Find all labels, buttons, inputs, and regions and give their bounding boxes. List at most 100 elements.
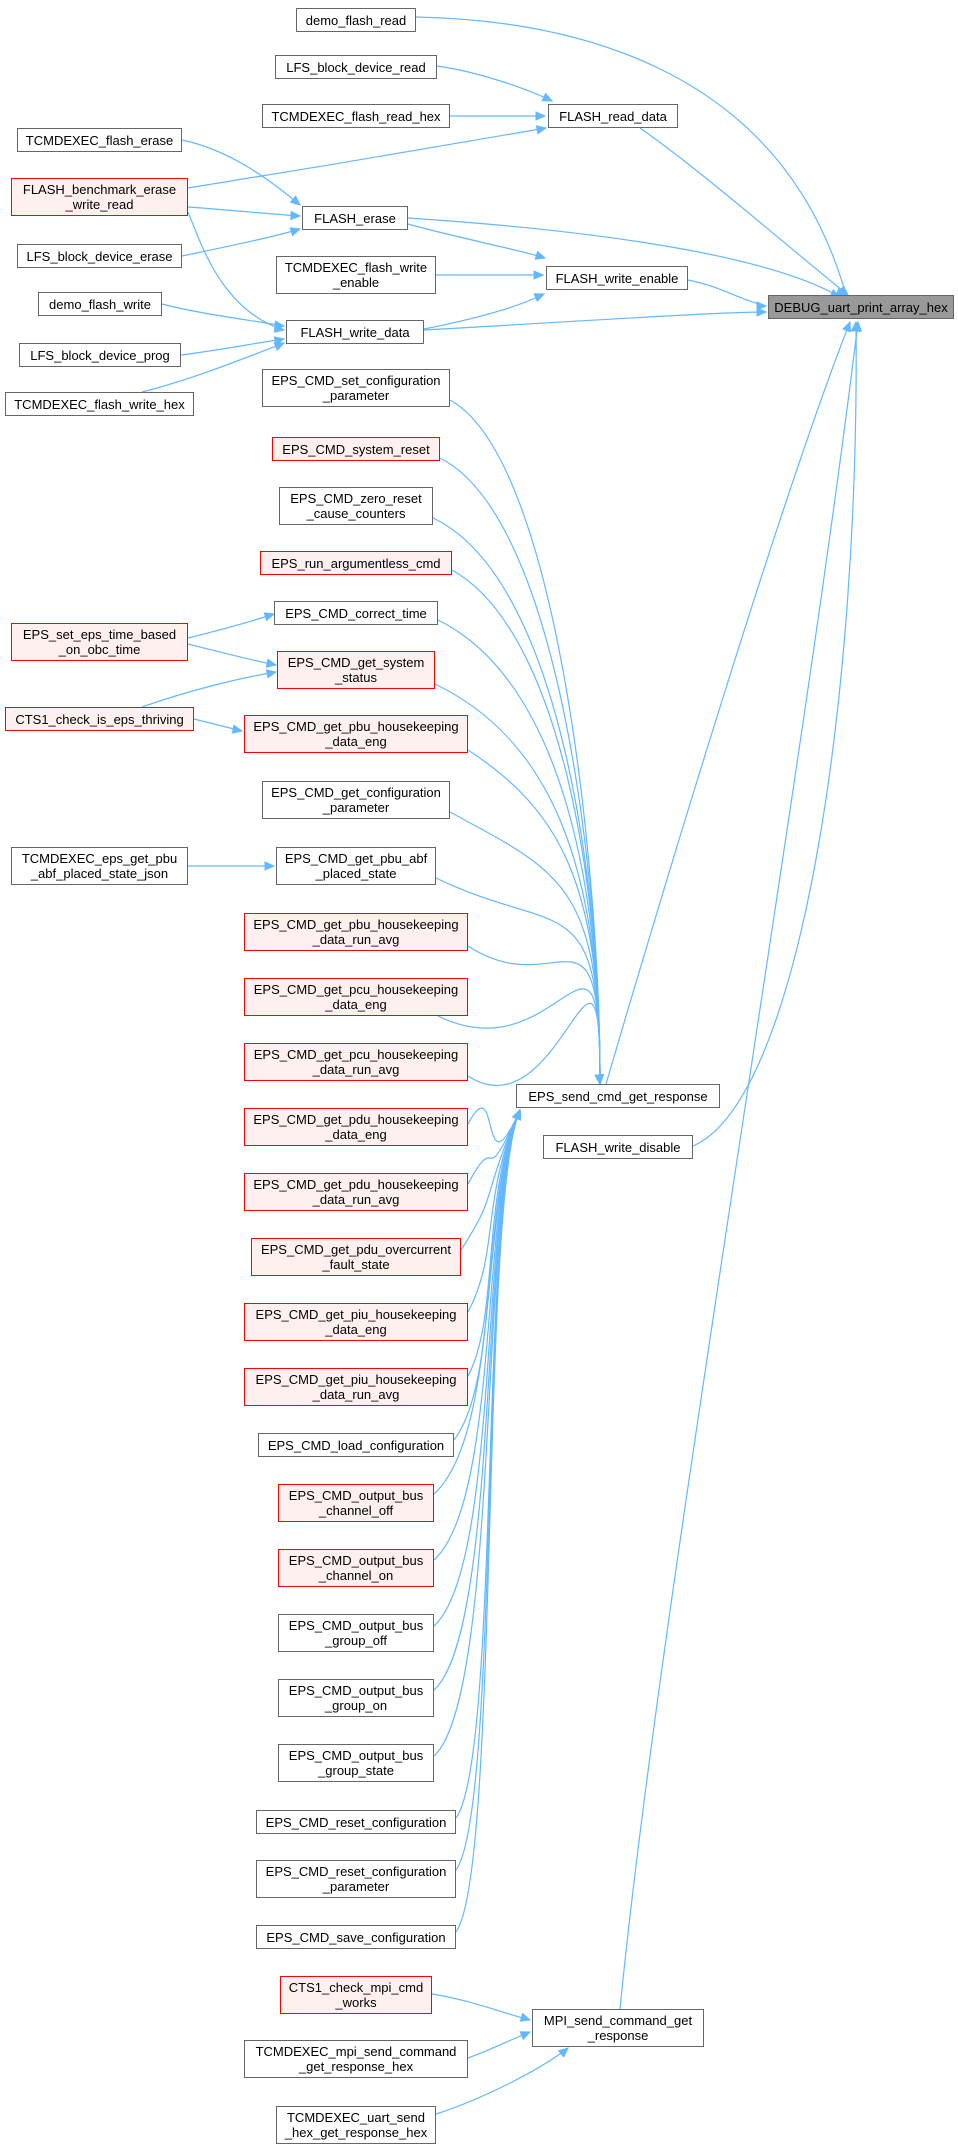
call-edge [187, 613, 275, 639]
call-edge [455, 1109, 521, 1819]
call-edge-arrowhead [756, 301, 768, 311]
node-eps-cmd-output-bus-group-off[interactable]: EPS_CMD_output_bus _group_off [278, 1614, 434, 1652]
node-eps-cmd-output-bus-channel-off[interactable]: EPS_CMD_output_bus _channel_off [278, 1484, 434, 1522]
node-tcmdexec-uart-send-hex-get-response-hex[interactable]: TCMDEXEC_uart_send _hex_get_response_hex [276, 2106, 436, 2144]
node-lfs-block-device-prog[interactable]: LFS_block_device_prog [19, 343, 181, 367]
node-tcmdexec-flash-write-hex[interactable]: TCMDEXEC_flash_write_hex [5, 392, 194, 416]
call-edge-arrowhead [852, 320, 863, 332]
call-edge [161, 303, 285, 327]
call-edge [436, 65, 553, 102]
call-edge-arrowhead [265, 669, 278, 679]
node-mpi-send-command-get-response[interactable]: MPI_send_command_get _response [532, 2009, 704, 2047]
node-lfs-block-device-read[interactable]: LFS_block_device_read [275, 55, 437, 79]
call-edge [455, 1109, 521, 1933]
call-edge-arrowhead [756, 307, 768, 317]
node-eps-cmd-reset-configuration-parameter[interactable]: EPS_CMD_reset_configuration _parameter [256, 1860, 456, 1898]
node-debug-uart-print-array-hex[interactable]: DEBUG_uart_print_array_hex [768, 295, 954, 319]
node-flash-erase[interactable]: FLASH_erase [302, 206, 408, 230]
node-eps-cmd-save-configuration[interactable]: EPS_CMD_save_configuration [256, 1925, 456, 1949]
call-edge-arrowhead [289, 227, 302, 237]
call-edge [605, 321, 851, 1085]
node-tcmdexec-mpi-send-command-get-response-hex[interactable]: TCMDEXEC_mpi_send_command _get_response_… [244, 2040, 468, 2078]
node-eps-set-eps-time-based-on-obc-time[interactable]: EPS_set_eps_time_based _on_obc_time [11, 623, 188, 661]
node-flash-write-data[interactable]: FLASH_write_data [286, 320, 424, 344]
call-edge-arrowhead [263, 612, 276, 622]
node-eps-cmd-zero-reset-cause-counters[interactable]: EPS_CMD_zero_reset _cause_counters [279, 487, 433, 525]
node-tcmdexec-flash-write-enable[interactable]: TCMDEXEC_flash_write _enable [276, 256, 436, 294]
node-eps-cmd-output-bus-group-on[interactable]: EPS_CMD_output_bus _group_on [278, 1679, 434, 1717]
node-eps-cmd-get-piu-housekeeping-data-eng[interactable]: EPS_CMD_get_piu_housekeeping _data_eng [244, 1303, 468, 1341]
call-edge [423, 293, 545, 330]
call-edge [449, 811, 601, 1079]
node-tcmdexec-flash-read-hex[interactable]: TCMDEXEC_flash_read_hex [262, 104, 450, 128]
call-edge-arrowhead [273, 323, 286, 333]
node-demo-flash-read[interactable]: demo_flash_read [296, 8, 416, 32]
call-edge [407, 223, 546, 259]
call-edge [687, 279, 767, 307]
node-eps-cmd-get-pbu-housekeeping-data-eng[interactable]: EPS_CMD_get_pbu_housekeeping _data_eng [244, 715, 468, 753]
call-edge-arrowhead [533, 270, 545, 280]
node-eps-cmd-get-system-status[interactable]: EPS_CMD_get_system _status [277, 651, 435, 689]
call-edge-arrowhead [265, 658, 278, 668]
call-edge [431, 1993, 531, 2021]
call-edge [467, 1107, 521, 1143]
node-flash-read-data[interactable]: FLASH_read_data [548, 104, 678, 128]
call-edge-arrowhead [842, 320, 852, 333]
node-eps-cmd-correct-time[interactable]: EPS_CMD_correct_time [274, 601, 438, 625]
call-edge [415, 16, 847, 296]
node-eps-cmd-load-configuration[interactable]: EPS_CMD_load_configuration [258, 1433, 454, 1457]
call-edge [467, 1109, 521, 1313]
node-eps-cmd-system-reset[interactable]: EPS_CMD_system_reset [272, 437, 440, 461]
call-edge [467, 2031, 531, 2059]
node-eps-cmd-get-pcu-housekeeping-data-eng[interactable]: EPS_CMD_get_pcu_housekeeping _data_eng [244, 978, 468, 1016]
node-eps-cmd-output-bus-channel-on[interactable]: EPS_CMD_output_bus _channel_on [278, 1549, 434, 1587]
call-edge [467, 1002, 601, 1086]
node-eps-cmd-get-configuration-parameter[interactable]: EPS_CMD_get_configuration _parameter [262, 781, 450, 819]
node-demo-flash-write[interactable]: demo_flash_write [38, 292, 162, 316]
node-eps-run-argumentless-cmd[interactable]: EPS_run_argumentless_cmd [260, 551, 452, 575]
call-edge [692, 321, 857, 1147]
node-eps-send-cmd-get-response[interactable]: EPS_send_cmd_get_response [516, 1084, 720, 1108]
call-edge-arrowhead [837, 285, 849, 296]
call-edge [187, 206, 301, 217]
node-eps-cmd-reset-configuration[interactable]: EPS_CMD_reset_configuration [256, 1810, 456, 1834]
node-cts1-check-is-eps-thriving[interactable]: CTS1_check_is_eps_thriving [5, 707, 194, 731]
node-eps-cmd-output-bus-group-state[interactable]: EPS_CMD_output_bus _group_state [278, 1744, 434, 1782]
call-edge [467, 1109, 521, 1185]
node-flash-write-enable[interactable]: FLASH_write_enable [546, 266, 688, 290]
node-eps-cmd-get-pbu-abf-placed-state[interactable]: EPS_CMD_get_pbu_abf _placed_state [276, 847, 436, 885]
node-tcmdexec-eps-get-pbu-abf-placed-state-json[interactable]: TCMDEXEC_eps_get_pbu _abf_placed_state_j… [11, 847, 188, 885]
call-edge-arrowhead [557, 2047, 569, 2058]
call-edge [449, 399, 601, 1079]
node-flash-write-disable[interactable]: FLASH_write_disable [543, 1135, 693, 1159]
node-eps-cmd-get-pdu-overcurrent-fault-state[interactable]: EPS_CMD_get_pdu_overcurrent _fault_state [251, 1238, 461, 1276]
node-eps-cmd-get-piu-housekeeping-data-run-avg[interactable]: EPS_CMD_get_piu_housekeeping _data_run_a… [244, 1368, 468, 1406]
node-cts1-check-mpi-cmd-works[interactable]: CTS1_check_mpi_cmd _works [280, 1976, 432, 2014]
call-edge-arrowhead [264, 861, 276, 871]
call-edge [187, 127, 547, 189]
call-edge [460, 1109, 521, 1251]
call-edge [435, 2047, 569, 2115]
node-flash-benchmark-erase-write-read[interactable]: FLASH_benchmark_erase _write_read [11, 178, 188, 216]
node-tcmdexec-flash-erase[interactable]: TCMDEXEC_flash_erase [17, 128, 182, 152]
call-edge [467, 1109, 521, 1377]
call-edge-arrowhead [231, 724, 244, 734]
node-lfs-block-device-erase[interactable]: LFS_block_device_erase [17, 244, 182, 268]
call-edge [407, 217, 841, 298]
call-edge-arrowhead [519, 2031, 532, 2041]
node-eps-cmd-set-configuration-parameter[interactable]: EPS_CMD_set_configuration _parameter [262, 369, 450, 407]
call-edge [639, 127, 849, 296]
call-edge-arrowhead [512, 1108, 522, 1121]
call-edge [451, 569, 601, 1079]
node-eps-cmd-get-pcu-housekeeping-data-run-avg[interactable]: EPS_CMD_get_pcu_housekeeping _data_run_a… [244, 1043, 468, 1081]
node-eps-cmd-get-pdu-housekeeping-data-eng[interactable]: EPS_CMD_get_pdu_housekeeping _data_eng [244, 1108, 468, 1146]
call-edge-arrowhead [535, 111, 547, 121]
node-eps-cmd-get-pdu-housekeeping-data-run-avg[interactable]: EPS_CMD_get_pdu_housekeeping _data_run_a… [244, 1173, 468, 1211]
call-edge-arrowhead [290, 210, 302, 221]
call-edge [141, 342, 285, 393]
node-eps-cmd-get-pbu-housekeeping-data-run-avg[interactable]: EPS_CMD_get_pbu_housekeeping _data_run_a… [244, 913, 468, 951]
call-edge [141, 671, 277, 708]
call-edge-arrowhead [541, 92, 554, 102]
